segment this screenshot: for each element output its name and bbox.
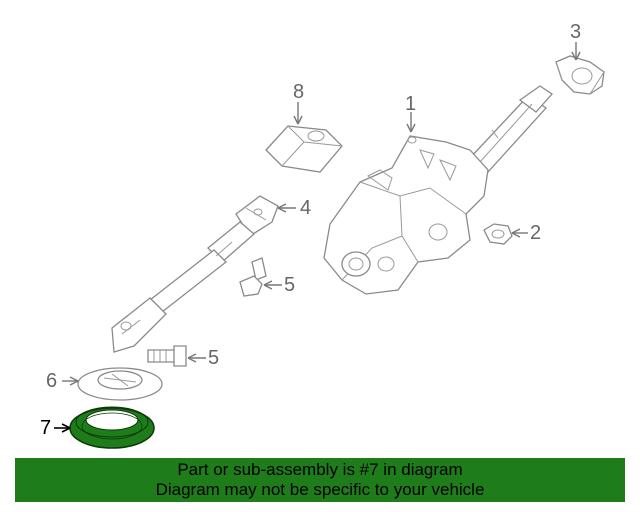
- callout-7: 7: [40, 417, 52, 439]
- callout-6: 6: [46, 370, 58, 392]
- callout-5-lower: 5: [208, 347, 220, 369]
- part-1-steering-column[interactable]: [323, 85, 553, 295]
- banner-line-2: Diagram may not be specific to your vehi…: [155, 480, 485, 499]
- callout-2: 2: [530, 222, 542, 244]
- leader-lines: [54, 42, 581, 433]
- callout-4: 4: [300, 197, 312, 219]
- part-5-bolt-upper[interactable]: [239, 257, 267, 297]
- callout-3: 3: [570, 21, 582, 43]
- banner-line-1: Part or sub-assembly is #7 in diagram: [177, 460, 463, 479]
- callout-8: 8: [293, 81, 305, 103]
- callout-5-upper: 5: [284, 274, 296, 296]
- info-banner: Part or sub-assembly is #7 in diagram Di…: [15, 458, 625, 502]
- part-6-seal[interactable]: [77, 367, 163, 401]
- part-7-seal-highlighted[interactable]: [69, 406, 155, 449]
- part-8-module[interactable]: [265, 125, 343, 173]
- callout-1: 1: [405, 93, 417, 115]
- part-3-bracket[interactable]: [555, 55, 605, 95]
- part-5-bolt-lower[interactable]: [147, 345, 187, 367]
- part-4-intermediate-shaft[interactable]: [111, 195, 279, 353]
- part-2-nut[interactable]: [483, 223, 513, 245]
